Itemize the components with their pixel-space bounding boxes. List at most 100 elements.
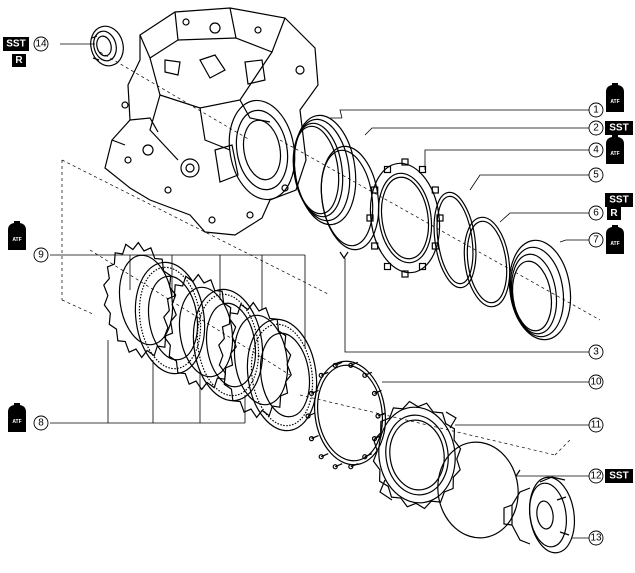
damper-pin [350, 361, 359, 366]
damper-pin-head [348, 362, 354, 368]
retainer-tab [418, 165, 427, 174]
damper-pin [377, 412, 386, 417]
callout-12: 12 [588, 468, 604, 484]
plate-inner-edge [233, 314, 289, 406]
damper-pin-head [332, 362, 338, 368]
callout-label: 6 [593, 208, 599, 219]
svg-text:R: R [610, 208, 618, 219]
sst-tag-14: SST [3, 37, 29, 51]
damper-pin-head [305, 413, 311, 419]
plate-inner-edge [259, 332, 311, 418]
damper-pin-head [375, 413, 381, 419]
snap-ring [320, 145, 380, 260]
clutch-piston [292, 114, 357, 226]
damper-pins [305, 361, 386, 470]
plate-facing [250, 323, 314, 427]
svg-text:SST: SST [609, 123, 628, 134]
retainer-tab [418, 262, 427, 271]
damper-pin [320, 453, 329, 458]
damper-pin [350, 463, 359, 468]
damper-pin [364, 371, 373, 376]
callout-2: 2 [588, 120, 604, 136]
atf-bottle-icon: ATF [606, 135, 624, 164]
plate-outer-edge [134, 261, 206, 375]
callout-label: 2 [593, 123, 599, 134]
callout-label: 1 [593, 105, 599, 116]
retainer-tab [383, 165, 392, 174]
svg-text:ATF: ATF [610, 241, 619, 247]
callout-3: 3 [588, 344, 604, 360]
callout-label: 8 [38, 418, 44, 429]
plate-inner-edge [178, 286, 234, 378]
plate-outer-teeth [218, 301, 292, 419]
damper-pin-head [362, 372, 368, 378]
atf-bottle-icon: ATF [606, 225, 624, 254]
seal-ring-large [433, 191, 477, 289]
damper-pin-head [362, 454, 368, 460]
damper-pin [311, 435, 319, 440]
svg-text:SST: SST [6, 39, 25, 50]
planetary-carrier [503, 476, 576, 554]
callout-label: 13 [590, 533, 602, 544]
damper-pin [334, 463, 343, 468]
svg-text:ATF: ATF [12, 419, 21, 425]
damper-pin-head [308, 390, 315, 396]
transaxle-case [104, 7, 319, 236]
plate-facing [196, 293, 260, 397]
callout-label: 10 [590, 377, 602, 388]
callout-9: 9 [33, 247, 49, 263]
callout-label: 5 [593, 170, 599, 181]
callout-10: 10 [588, 374, 604, 390]
clutch-plate [246, 318, 318, 432]
damper-pin-head [371, 390, 378, 396]
hub-teeth [372, 400, 462, 510]
retainer-tab [431, 186, 439, 194]
plate-inner-edge [118, 254, 174, 346]
sst-tag-2: SST [605, 121, 633, 135]
r-tag-6: R [607, 207, 621, 220]
callout-1: 1 [588, 102, 604, 118]
svg-text:ATF: ATF [610, 99, 619, 105]
damper-pin [364, 453, 373, 458]
callout-5: 5 [588, 167, 604, 183]
callout-label: 14 [35, 39, 47, 50]
oil-seal [90, 25, 124, 67]
damper-pin [334, 361, 343, 366]
svg-text:SST: SST [609, 195, 628, 206]
callout-11: 11 [588, 417, 604, 433]
hub-outer-teeth [372, 400, 462, 510]
atf-bottle-icon: ATF [8, 403, 26, 432]
damper-pin [311, 389, 319, 394]
callout-label: 11 [591, 420, 602, 431]
clutch-plate [218, 301, 292, 419]
callout-4: 4 [588, 142, 604, 158]
damper-pin [320, 371, 329, 376]
callout-7: 7 [588, 232, 604, 248]
clutch-plate-stack [103, 241, 318, 432]
r-tag-14: R [12, 54, 26, 67]
damper-pin [307, 412, 316, 417]
plate-outer-teeth [103, 241, 177, 359]
retainer-tab [366, 214, 374, 222]
callout-label: 9 [38, 250, 44, 261]
svg-text:ATF: ATF [12, 237, 21, 243]
callout-8: 8 [33, 415, 49, 431]
plate-inner-edge [205, 302, 257, 388]
callout-label: 7 [593, 235, 599, 246]
callout-label: 4 [593, 145, 599, 156]
damper-pin-head [348, 464, 354, 470]
retainer-tab [401, 158, 409, 166]
plate-facing [138, 266, 202, 370]
svg-text:SST: SST [609, 471, 628, 482]
leader-lines [50, 43, 589, 539]
callout-6: 6 [588, 205, 604, 221]
callout-label: 3 [593, 347, 599, 358]
callout-13: 13 [588, 530, 604, 546]
svg-text:ATF: ATF [610, 151, 619, 157]
atf-bottle-icon: ATF [8, 221, 26, 250]
retainer-tab [371, 242, 379, 250]
sst-tag-6: SST [605, 193, 633, 207]
plate-outer-edge [246, 318, 318, 432]
snap-ring-small [463, 216, 511, 308]
